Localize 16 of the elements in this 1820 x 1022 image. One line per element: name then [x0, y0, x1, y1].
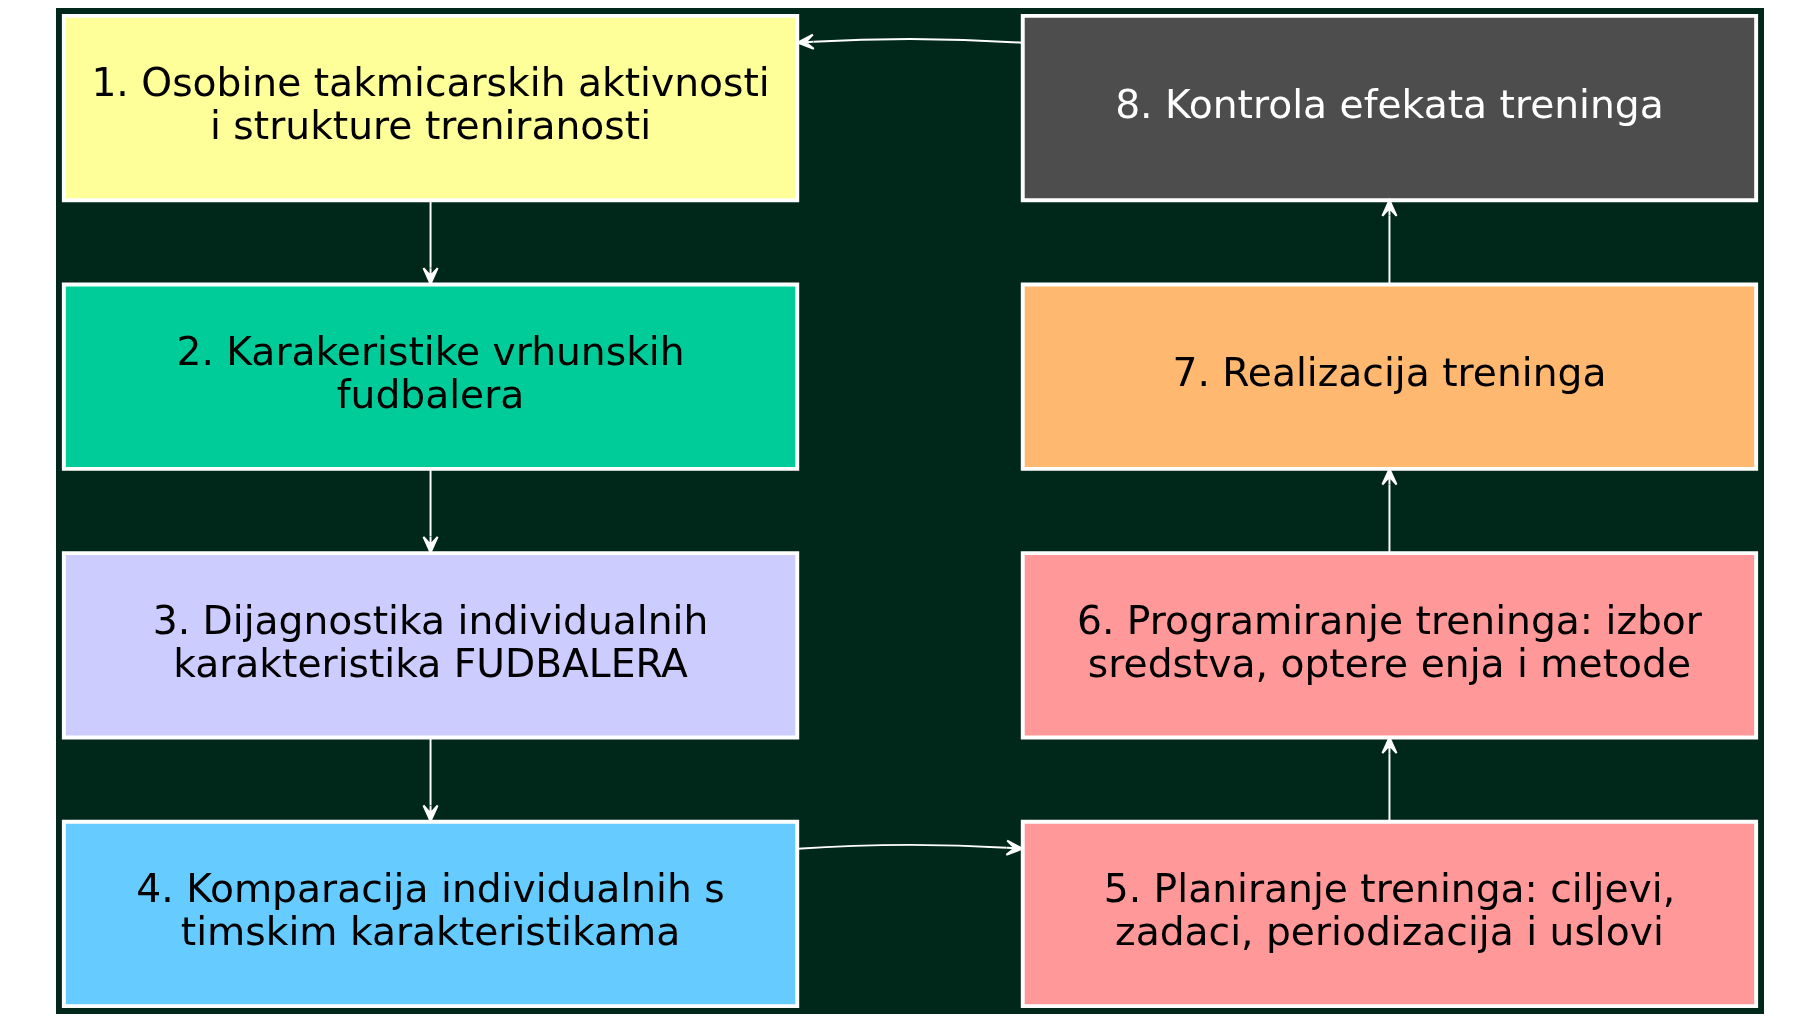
node-box: 7. Realizacija treninga: [1020, 282, 1759, 471]
node-box: 6. Programiranje treninga: izbor sredstva, optere enja i metode: [1020, 551, 1759, 740]
arrow: [796, 839, 1024, 856]
node-box: 5. Planiranje treninga: ciljevi, zadaci, periodizacija i uslovi: [1020, 819, 1759, 1009]
node-box: 1. Osobine takmicarskih aktivnosti i strukture treniranosti: [61, 13, 800, 203]
node-box: 2. Karakeristike vrhunskih fudbalera: [61, 282, 800, 471]
node-box: 8. Kontrola efekata treninga: [1020, 13, 1759, 203]
arrow: [1381, 736, 1398, 823]
arrow: [422, 736, 439, 823]
arrow: [1381, 199, 1398, 286]
arrow: [422, 199, 439, 285]
node-box: 3. Dijagnostika individualnih karakteristika FUDBALERA: [61, 551, 800, 740]
node-box: 4. Komparacija individualnih s timskim karakteristikama: [61, 819, 800, 1009]
arrow: [1381, 467, 1398, 555]
arrow: [796, 33, 1024, 50]
arrow: [422, 468, 439, 554]
